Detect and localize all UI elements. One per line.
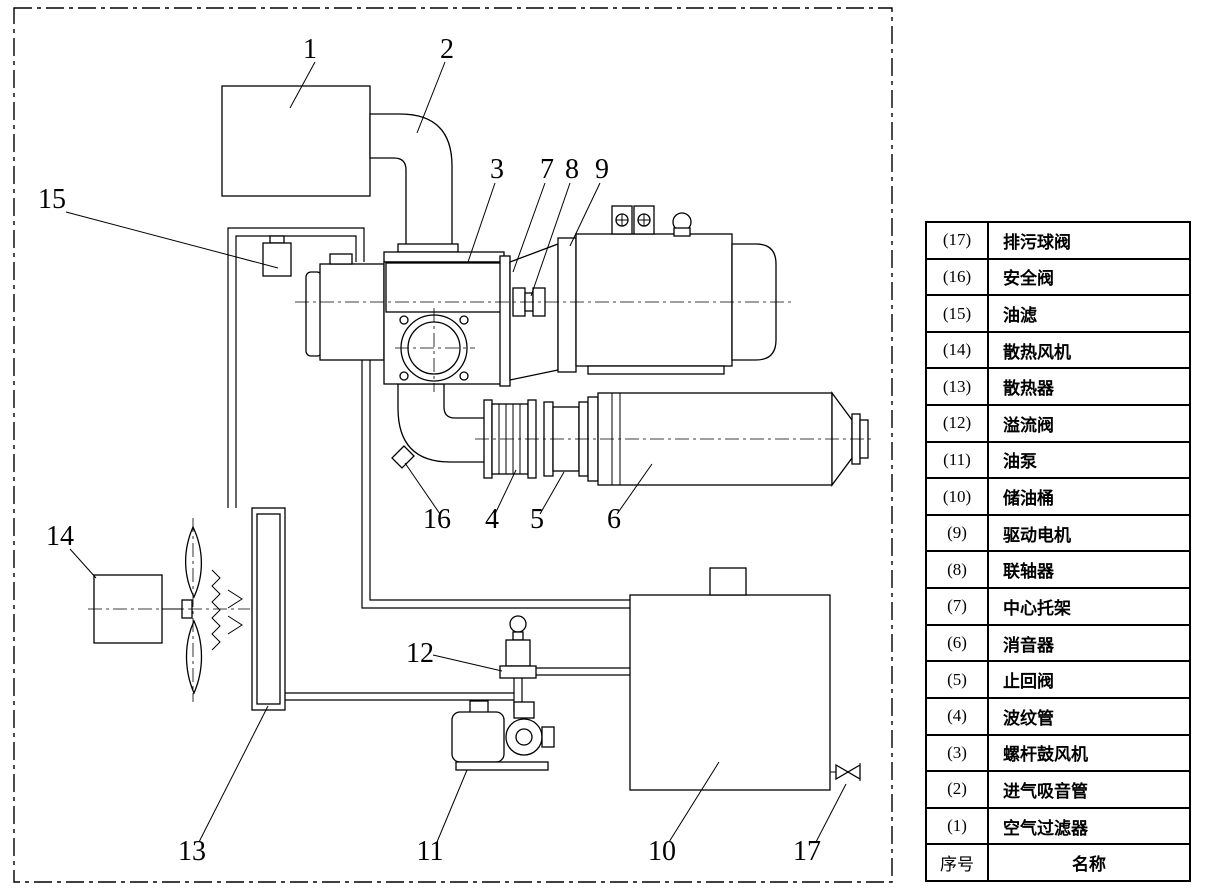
radiator	[251, 507, 286, 711]
parts-row: (17) 排污球阀	[927, 223, 1189, 260]
intake-pipe	[369, 113, 459, 253]
part-name: 中心托架	[1003, 598, 1071, 618]
callout-5: 5	[530, 504, 544, 535]
callout-8: 8	[565, 154, 579, 185]
parts-row: (8) 联轴器	[927, 552, 1189, 590]
part-number: (5)	[927, 662, 989, 697]
part-number: (4)	[927, 698, 989, 734]
safety-valve-port	[391, 445, 415, 469]
part-number: (11)	[927, 442, 989, 478]
drain-ball-valve	[830, 763, 861, 781]
discharge-pipe	[391, 383, 487, 469]
oil-pump	[451, 700, 555, 771]
parts-row: (5) 止回阀	[927, 662, 1189, 699]
callout-16: 16	[423, 504, 451, 535]
part-number: (6)	[927, 625, 989, 661]
part-number: (7)	[927, 589, 989, 624]
part-number: (16)	[927, 259, 989, 295]
parts-row: (3) 螺杆鼓风机	[927, 735, 1189, 773]
part-number: (8)	[927, 552, 989, 588]
part-name: 止回阀	[1003, 672, 1054, 692]
callout-9: 9	[595, 154, 609, 185]
oil-tank	[629, 567, 831, 791]
callout-12: 12	[406, 638, 434, 669]
parts-row: (9) 驱动电机	[927, 515, 1189, 553]
fan-blade-upper	[185, 525, 202, 599]
callout-3: 3	[490, 154, 504, 185]
callout-leaders	[65, 61, 847, 843]
screw-blower	[305, 251, 505, 385]
parts-row: (1) 空气过滤器	[927, 808, 1189, 846]
part-name: 储油桶	[1003, 489, 1054, 509]
callout-2: 2	[440, 34, 454, 65]
air-filter	[221, 85, 371, 197]
part-name: 油滤	[1003, 306, 1037, 326]
fan-blade-lower	[185, 619, 203, 695]
part-number: (14)	[927, 332, 989, 368]
parts-row: (7) 中心托架	[927, 589, 1189, 626]
parts-row: (4) 波纹管	[927, 698, 1189, 736]
part-number: (12)	[927, 406, 989, 441]
parts-row: (12) 溢流阀	[927, 406, 1189, 443]
callout-15: 15	[38, 184, 66, 215]
airflow-arrow	[227, 615, 243, 635]
callout-labels: 1 2 3 7 8 9 15 16 4 5 6 14 12 13 11 10 1…	[38, 34, 821, 867]
parts-row: (13) 散热器	[927, 369, 1189, 407]
part-name: 进气吸音管	[1003, 781, 1088, 801]
parts-row: (10) 储油桶	[927, 479, 1189, 516]
part-number: (15)	[927, 296, 989, 331]
part-number: (3)	[927, 735, 989, 771]
callout-7: 7	[540, 154, 554, 185]
part-number: (9)	[927, 515, 989, 551]
parts-row: (15) 油滤	[927, 296, 1189, 333]
drawing-border	[13, 7, 893, 883]
callout-13: 13	[178, 836, 206, 867]
part-name: 溢流阀	[1003, 415, 1054, 435]
fan-guard-zigzag	[211, 569, 221, 651]
motor-ribs	[575, 233, 733, 367]
part-name: 油泵	[1003, 452, 1037, 472]
header-serial: 序号	[927, 845, 989, 880]
parts-row: (14) 散热风机	[927, 332, 1189, 370]
parts-row: (11) 油泵	[927, 442, 1189, 480]
callout-1: 1	[303, 34, 317, 65]
part-number: (2)	[927, 772, 989, 807]
part-number: (17)	[927, 223, 989, 258]
parts-table-header: 序号 名称	[927, 845, 1189, 880]
part-number: (1)	[927, 808, 989, 844]
blower-fins	[385, 262, 503, 313]
part-name: 安全阀	[1003, 269, 1054, 289]
callout-14: 14	[46, 521, 74, 552]
airflow-arrow	[227, 589, 243, 609]
parts-table: (17) 排污球阀 (16) 安全阀 (15) 油滤 (14) 散热风机 (13) 散热器…	[925, 221, 1191, 882]
cooling-fan	[93, 525, 243, 695]
callout-10: 10	[648, 836, 676, 867]
callout-6: 6	[607, 504, 621, 535]
system-diagram: 1 2 3 7 8 9 15 16 4 5 6 14 12 13 11 10 1…	[13, 7, 893, 883]
part-name: 联轴器	[1003, 562, 1054, 582]
part-number: (10)	[927, 479, 989, 514]
part-name: 散热风机	[1003, 342, 1071, 362]
motor-feet	[587, 365, 725, 375]
part-name: 消音器	[1003, 635, 1054, 655]
callout-17: 17	[793, 836, 821, 867]
part-number: (13)	[927, 369, 989, 405]
overflow-valve	[499, 615, 537, 679]
centerlines	[88, 301, 872, 702]
part-name: 驱动电机	[1003, 525, 1071, 545]
center-bracket	[499, 243, 559, 387]
oil-filter	[262, 235, 292, 277]
callout-4: 4	[485, 504, 499, 535]
parts-row: (6) 消音器	[927, 625, 1189, 663]
part-name: 空气过滤器	[1003, 818, 1088, 838]
parts-row: (2) 进气吸音管	[927, 772, 1189, 809]
part-name: 螺杆鼓风机	[1003, 745, 1088, 765]
drive-motor	[557, 205, 777, 375]
part-name: 波纹管	[1003, 708, 1054, 728]
part-name: 散热器	[1003, 379, 1054, 399]
callout-11: 11	[417, 836, 444, 867]
parts-row: (16) 安全阀	[927, 259, 1189, 297]
part-name: 排污球阀	[1003, 232, 1071, 252]
header-name: 名称	[1072, 855, 1106, 875]
